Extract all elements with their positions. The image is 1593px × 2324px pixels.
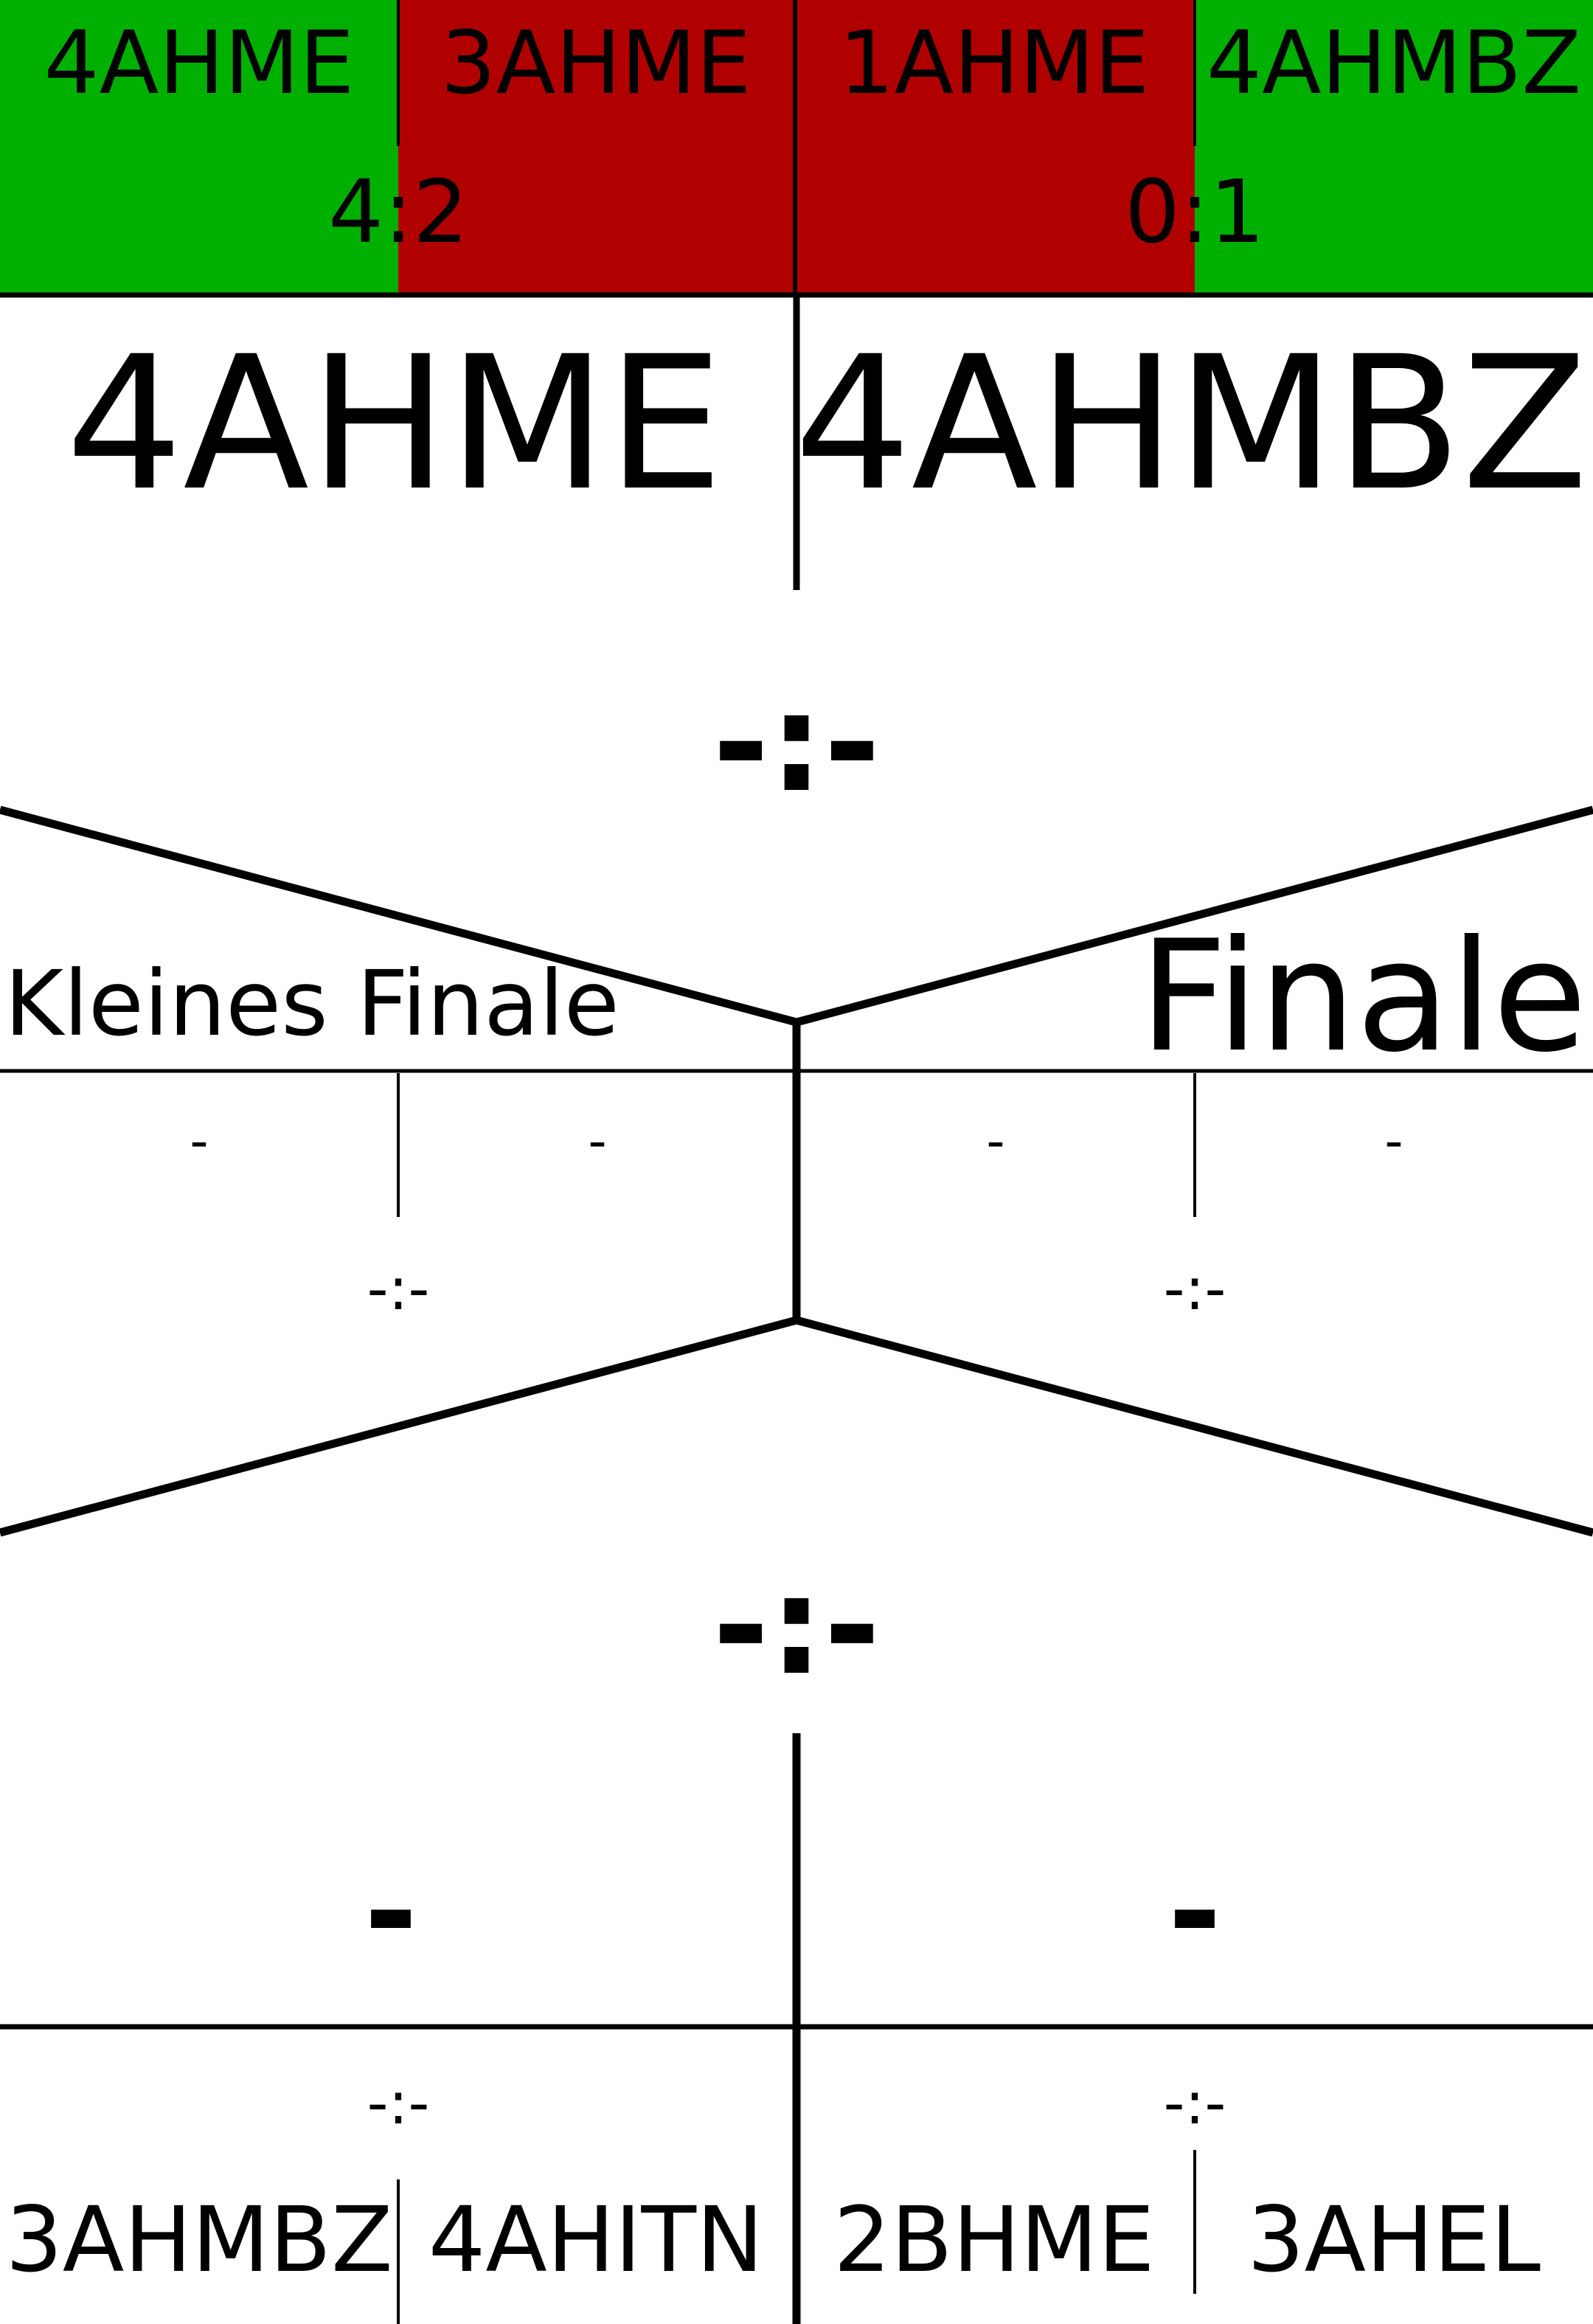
semifinal-1-score: 4:2: [328, 161, 468, 263]
semifinal-1-away-cell: [398, 0, 794, 295]
small-final-score: -:-: [367, 1255, 430, 1323]
bottom-team-2: 4AHITN: [428, 2188, 764, 2292]
final-score: -:-: [712, 663, 881, 822]
final-sub-away: -: [1384, 1111, 1403, 1171]
small-final-home: -: [190, 1111, 209, 1171]
final-home-team: 4AHME: [66, 316, 723, 531]
lower-right-big: -: [1167, 1837, 1222, 1987]
bottom-team-3: 2BHME: [833, 2188, 1155, 2292]
bottom-left-score: -:-: [367, 2069, 430, 2137]
semifinal-2-away-cell: [1195, 0, 1593, 295]
final-sub-score: -:-: [1163, 1255, 1226, 1323]
final-away-team: 4AHMBZ: [794, 316, 1589, 531]
small-final-label: Kleines Finale: [4, 951, 620, 1056]
final-label: Finale: [1139, 908, 1587, 1086]
semifinal-2-home-cell: [794, 0, 1195, 295]
semifinal-1-home-team: 4AHME: [44, 12, 355, 114]
bottom-team-1: 3AHMBZ: [5, 2188, 393, 2292]
lower-center-score: -:-: [712, 1546, 881, 1705]
semifinal-2-score: 0:1: [1125, 161, 1265, 263]
small-final-away: -: [588, 1111, 607, 1171]
lower-left-big: -: [364, 1837, 418, 1987]
bottom-right-score: -:-: [1163, 2069, 1226, 2137]
bottom-team-4: 3AHEL: [1247, 2188, 1541, 2292]
final-sub-home: -: [986, 1111, 1005, 1171]
lower-v-lines: [0, 1316, 1593, 1537]
semifinal-2-away-team: 4AHMBZ: [1206, 12, 1582, 114]
semifinal-2-home-team: 1AHME: [839, 12, 1150, 114]
semifinal-1-home-cell: [0, 0, 398, 295]
semifinal-1-away-team: 3AHME: [440, 12, 752, 114]
